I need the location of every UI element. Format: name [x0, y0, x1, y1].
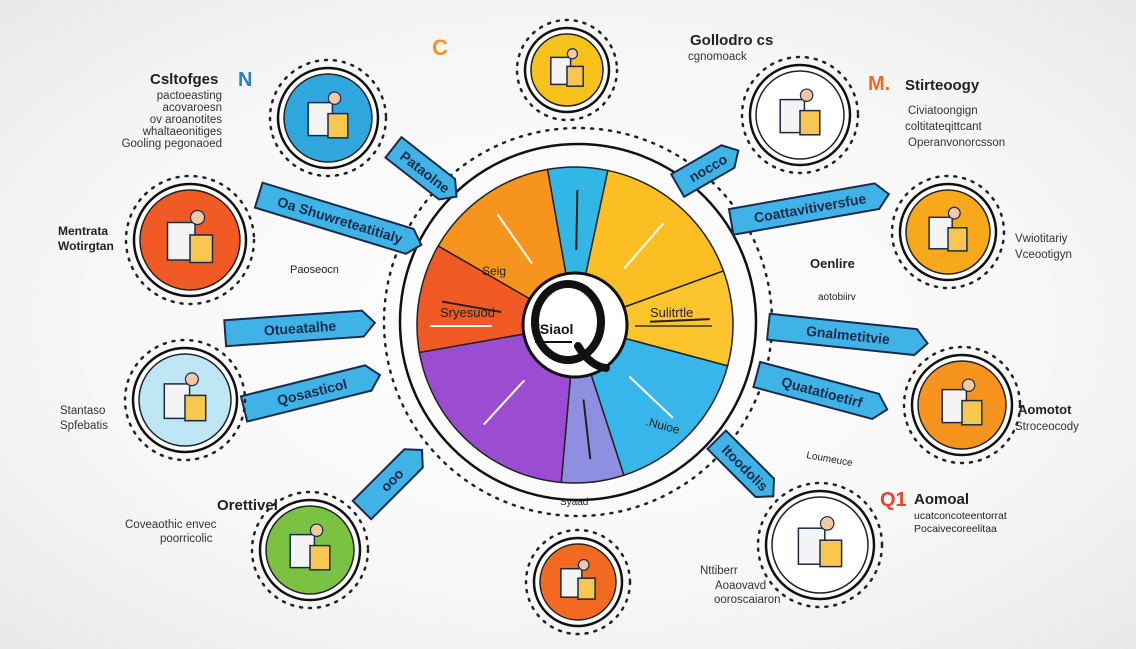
wheel-label-left-upper: Seig [482, 264, 506, 278]
node-label-1: Csltofges N pactoeasting acovaroesn ov a… [122, 69, 253, 150]
svg-text:M.: M. [868, 73, 890, 95]
nodes [123, 18, 1022, 636]
svg-text:Stirteoogy: Stirteoogy [905, 77, 980, 94]
svg-text:coltitateqittcant: coltitateqittcant [905, 121, 983, 133]
banner-arrow: Coattavitiversfue [727, 182, 891, 236]
node-5 [890, 174, 1006, 290]
svg-text:Pocaivecoreelitaa: Pocaivecoreelitaa [914, 523, 997, 535]
svg-text:ooroscaiaron: ooroscaiaron [714, 594, 780, 606]
segment-arrow [623, 222, 665, 270]
node-label-4: Mentrata Wotirgtan [58, 224, 114, 253]
svg-text:C: C [432, 35, 448, 60]
wheel-segment-purple [418, 324, 576, 484]
segment-arrow [649, 318, 710, 323]
svg-text:whaltaeonitiges: whaltaeonitiges [142, 126, 223, 138]
banner-arrow: nocco [669, 144, 740, 199]
svg-text:Mentrata: Mentrata [58, 224, 108, 238]
svg-text:pactoeasting: pactoeasting [157, 90, 222, 102]
segment-arrow [628, 375, 674, 419]
svg-text:Stroceocody: Stroceocody [1015, 421, 1079, 433]
wheel [416, 166, 734, 484]
segment-arrow [441, 300, 502, 313]
svg-text:Coveaothic envec: Coveaothic envec [125, 519, 217, 531]
banner-arrow: Gnalmetitvie [765, 312, 929, 357]
svg-text:acovaroesn: acovaroesn [163, 102, 222, 114]
node-10 [756, 481, 884, 609]
floating-text: Paoseocn [290, 264, 339, 276]
banner-label: Otueatalhe [263, 317, 337, 338]
node-label-3: M. Stirteoogy Civiatoongign coltitateqit… [868, 73, 1005, 149]
svg-text:Gollodro cs: Gollodro cs [690, 32, 773, 49]
marker-n: N [238, 69, 252, 91]
wheel-label-right: Sulitrtle [650, 305, 693, 320]
node-label-10: Q1 Aomoal ucatconcoteentorrat Pocaivecor… [880, 489, 1007, 535]
segment-arrow [575, 190, 579, 251]
floating-text: aotobiirv [818, 292, 856, 303]
svg-text:Vceootigyn: Vceootigyn [1015, 249, 1072, 261]
svg-text:Operanvonorcsson: Operanvonorcsson [908, 137, 1005, 149]
banner-arrow: Pataolne [384, 135, 458, 201]
svg-text:Stantaso: Stantaso [60, 405, 105, 417]
node-7 [902, 345, 1022, 465]
svg-text:Orettivel: Orettivel [217, 497, 278, 514]
node-label-9: Nttiberr Aoaovavd ooroscaiaron [700, 565, 780, 606]
svg-text:ov aroanotites: ov aroanotites [150, 114, 222, 126]
node-6 [123, 338, 247, 462]
floating-text: Syaad [560, 497, 588, 508]
node-1 [268, 58, 388, 178]
banner-arrow: Oa Shuwreteatitialy [253, 181, 423, 255]
banner-arrow: Quatatioetirf [752, 360, 889, 421]
svg-text:Csltofges: Csltofges [150, 71, 218, 88]
banner-arrow: Itoodolis [706, 429, 776, 499]
wheel-segment-yellow [573, 169, 725, 327]
segment-arrow [582, 399, 592, 460]
banner-arrow: ooo [351, 448, 424, 521]
svg-text:Aomoal: Aomoal [914, 491, 969, 508]
center-q-logo-icon [531, 280, 610, 372]
segment-arrow [483, 379, 526, 426]
node-2 [515, 18, 619, 122]
svg-text:Aomotot: Aomotot [1018, 402, 1072, 417]
svg-text:Nttiberr: Nttiberr [700, 565, 738, 577]
segment-arrow [496, 213, 533, 265]
outer-ring [398, 142, 758, 502]
wheel-segment-yellow-right [572, 269, 734, 367]
node-label-5: Vwiotitariy Vceootigyn [1015, 233, 1072, 261]
node-9 [524, 528, 632, 636]
svg-text:Aoaovavd: Aoaovavd [715, 580, 766, 592]
banner-arrow: Otueatalhe [223, 309, 377, 348]
center-label: VSiaol [531, 321, 574, 337]
svg-text:Gooling pegonaoed: Gooling pegonaoed [122, 138, 222, 150]
wheel-label-left: Sryesuod [440, 305, 495, 320]
svg-text:Spfebatis: Spfebatis [60, 420, 108, 432]
floating-text: Loumeuce [805, 450, 853, 469]
svg-text:Q1: Q1 [880, 489, 907, 511]
svg-text:Wotirgtan: Wotirgtan [58, 239, 114, 253]
wheel-segment-blue [573, 323, 729, 477]
svg-text:Vwiotitariy: Vwiotitariy [1015, 233, 1068, 245]
svg-text:poorricolic: poorricolic [160, 533, 213, 545]
floating-text: Oenlire [810, 256, 855, 271]
banner-arrow: Qosasticol [239, 364, 382, 423]
node-8 [250, 490, 370, 610]
svg-text:Civiatoongign: Civiatoongign [908, 105, 978, 117]
svg-text:cgnomoack: cgnomoack [688, 51, 747, 63]
node-label-6: Stantaso Spfebatis [60, 405, 108, 432]
node-4 [124, 174, 256, 306]
node-label-8: Orettivel Coveaothic envec poorricolic [125, 497, 278, 545]
svg-text:ucatconcoteentorrat: ucatconcoteentorrat [914, 510, 1007, 522]
node-label-2: Gollodro cs cgnomoack C [432, 32, 773, 63]
node-label-7: Aomotot Stroceocody [1015, 402, 1079, 433]
node-3 [740, 55, 860, 175]
